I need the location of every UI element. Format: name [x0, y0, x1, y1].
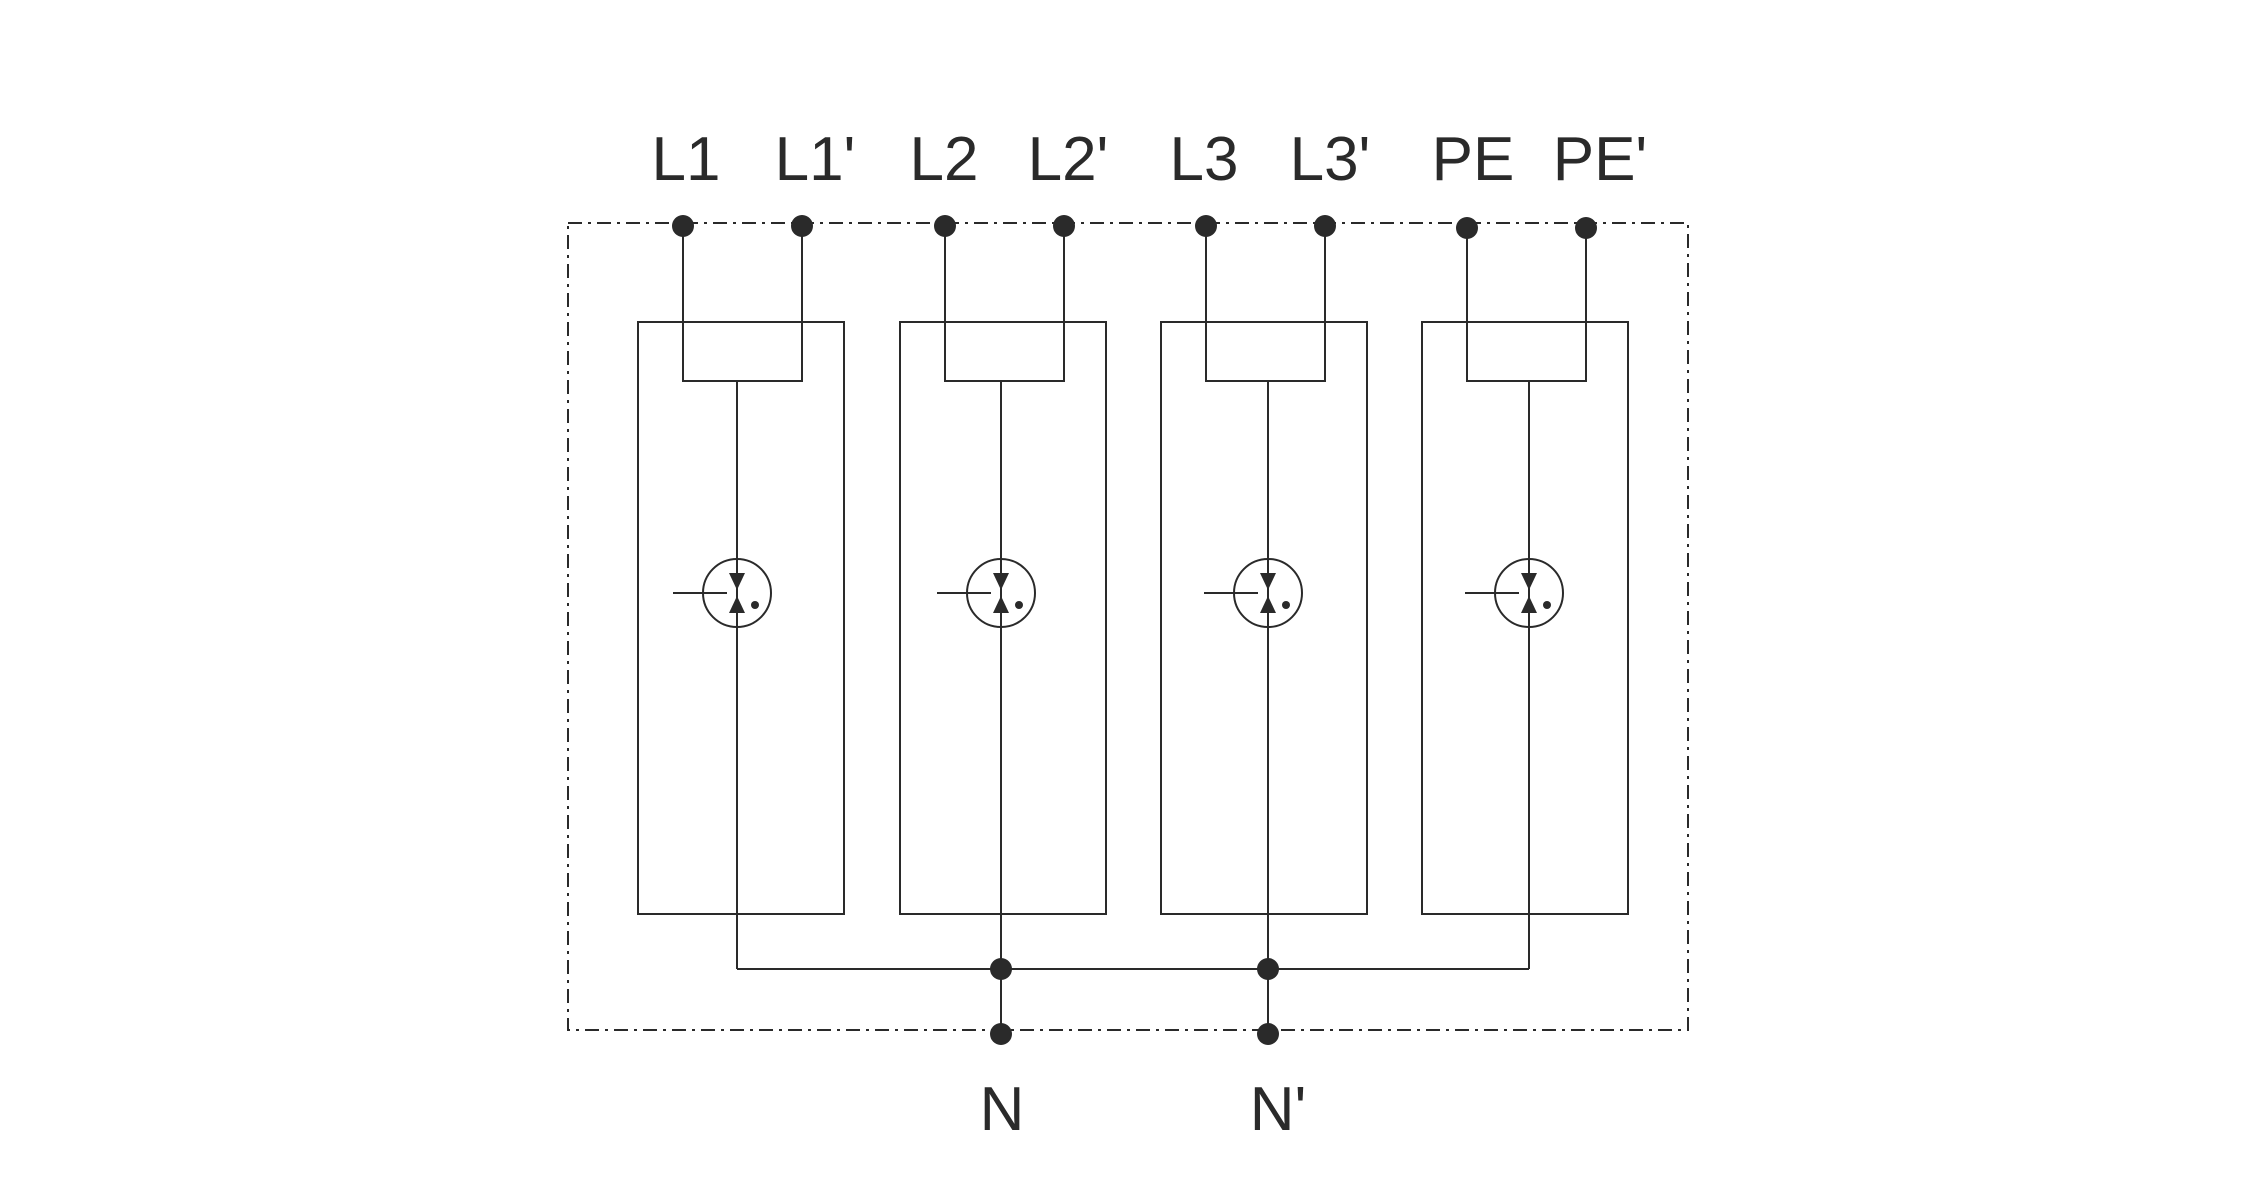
- module-wiring-l1: [682, 226, 803, 969]
- module-box-l3: [1160, 321, 1368, 915]
- terminal-label-l1p: L1': [775, 125, 856, 194]
- module-wiring-pe: [1466, 228, 1587, 969]
- terminal-dot-l1p: [791, 215, 813, 237]
- module-box-l2: [899, 321, 1107, 915]
- module-box-l1: [637, 321, 845, 915]
- module-wiring-l2: [944, 226, 1065, 1034]
- spark-gap-icon: [937, 558, 1036, 628]
- enclosure-frame: [567, 222, 1689, 1031]
- terminal-dot-l2: [934, 215, 956, 237]
- module-box-pe: [1421, 321, 1629, 915]
- terminal-label-l2p: L2': [1028, 125, 1109, 194]
- terminal-dot-pe: [1456, 217, 1478, 239]
- module-wiring-l3: [1205, 226, 1326, 1034]
- terminal-label-n: N: [980, 1075, 1025, 1144]
- spark-gap-icon: [1465, 558, 1564, 628]
- terminal-dot-n: [990, 1023, 1012, 1045]
- junction-dot-np: [1257, 958, 1279, 980]
- terminal-label-l2: L2: [910, 125, 979, 194]
- terminal-label-np: N': [1250, 1075, 1307, 1144]
- terminal-dot-l3: [1195, 215, 1217, 237]
- terminal-dot-np: [1257, 1023, 1279, 1045]
- terminal-label-l3p: L3': [1290, 125, 1371, 194]
- terminal-dot-l1: [672, 215, 694, 237]
- terminal-label-pe: PE: [1432, 125, 1515, 194]
- spark-gap-icon: [1204, 558, 1303, 628]
- terminal-dot-pep: [1575, 217, 1597, 239]
- terminal-label-l3: L3: [1170, 125, 1239, 194]
- terminal-dot-l3p: [1314, 215, 1336, 237]
- terminal-label-pep: PE': [1553, 125, 1648, 194]
- spark-gap-icon: [673, 558, 772, 628]
- junction-dot-n: [990, 958, 1012, 980]
- terminal-label-l1: L1: [652, 125, 721, 194]
- terminal-dot-l2p: [1053, 215, 1075, 237]
